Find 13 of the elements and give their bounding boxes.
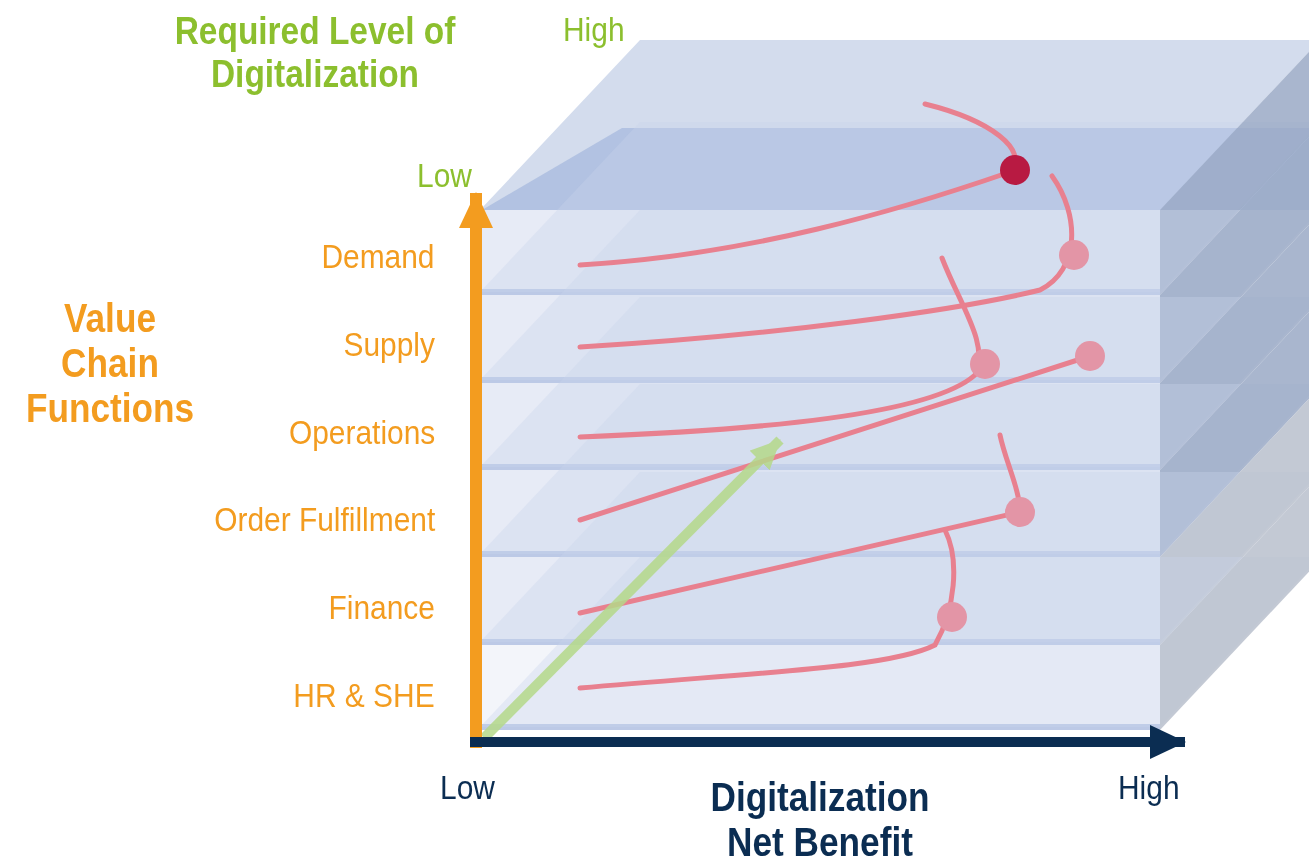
axis-title: Value Chain Functions xyxy=(24,296,196,431)
category-label: Finance xyxy=(328,588,435,627)
axis-tick-label: Low xyxy=(417,156,472,195)
category-label: HR & SHE xyxy=(293,676,435,715)
category-label: Supply xyxy=(343,325,435,364)
category-label: Order Fulfillment xyxy=(213,500,435,539)
axis-title: Required Level of Digitalization xyxy=(173,10,457,96)
axis-tick-label: High xyxy=(563,10,625,49)
axis-tick-label: Low xyxy=(440,768,495,807)
axis-tick-label: High xyxy=(1118,768,1180,807)
axis-title: Digitalization Net Benefit xyxy=(709,775,931,865)
category-label: Demand xyxy=(321,237,435,276)
category-label: Operations xyxy=(288,413,435,452)
